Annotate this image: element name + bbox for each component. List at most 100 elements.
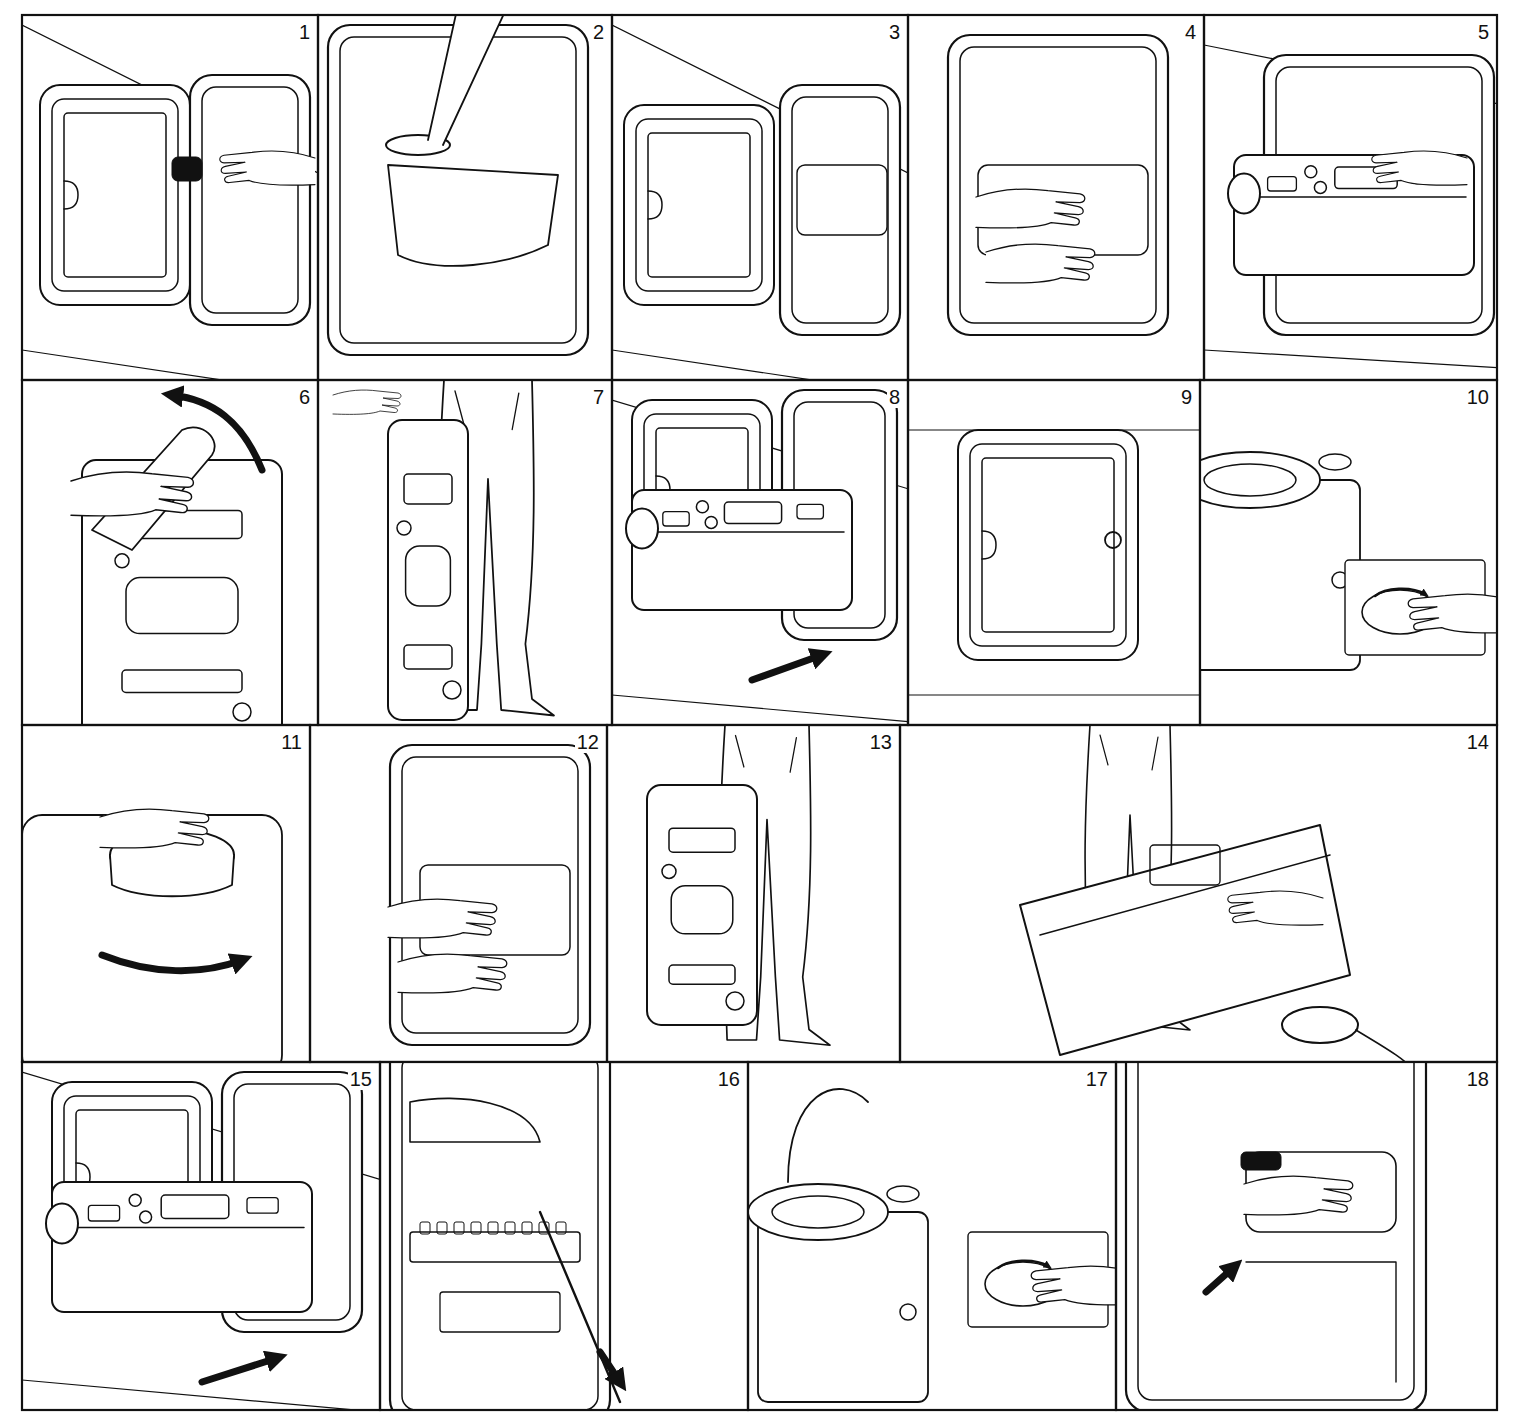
sketch-line [1408,594,1497,633]
outline [1126,1062,1426,1410]
panel-border [607,725,900,1062]
step-panel [900,725,1497,1075]
sketch-line [1228,891,1323,925]
outline [1150,845,1220,885]
sketch-line [1242,196,1466,198]
panel-border [22,15,318,380]
outline [406,546,451,606]
outline [390,745,590,1045]
outline [247,1198,278,1214]
step-panel [22,725,310,1075]
step-panel [310,725,607,1062]
outline [402,1062,598,1410]
sketch-line [220,151,315,185]
outline [671,886,733,934]
sketch-line [202,1358,277,1382]
sketch-line [648,191,662,219]
sketch-line [725,725,809,772]
outline [404,645,452,669]
outline [647,785,757,1025]
sketch-line [1356,1030,1420,1062]
panel-border [900,725,1497,1062]
sketch-line [388,165,558,266]
outline [388,420,468,720]
outline [1200,480,1360,670]
outline [1138,1062,1414,1400]
step-panel [1116,1032,1497,1412]
outline [648,133,750,277]
sketch-line [1206,1267,1234,1292]
panel-border [1116,1062,1497,1410]
sketch-line [71,472,193,516]
step-number: 13 [868,731,894,753]
sketch-line [388,899,497,938]
sketch-line [1031,1266,1116,1305]
outline [126,578,238,634]
step-number: 9 [1179,386,1194,408]
sketch-line [1246,1262,1396,1382]
step-panel [612,15,908,394]
panel-border [22,1062,380,1410]
outline [948,35,1168,335]
step-number: 12 [575,731,601,753]
sketch-line [1040,855,1330,935]
step-panel [22,15,318,394]
sketch-line [1372,151,1467,185]
outline [960,47,1156,323]
outline [556,1222,566,1234]
sketch-line [600,1352,620,1382]
panel-border [318,15,612,380]
step-panel [22,380,318,740]
sketch-line [986,244,1095,283]
step-panel [318,5,612,380]
outline [780,85,900,335]
outline [161,1195,229,1218]
panel-border [612,380,908,725]
step-number: 3 [887,21,902,43]
sketch-line [1090,725,1170,770]
step-number: 14 [1465,731,1491,753]
step-number: 17 [1084,1068,1110,1090]
sketch-line [410,1098,540,1142]
step-panel [908,15,1204,380]
panel-border [380,1062,748,1410]
sketch-line [612,350,908,380]
step-number: 18 [1465,1068,1491,1090]
panel-border [1200,380,1497,725]
sketch-line [1375,589,1425,596]
outline [1268,177,1297,191]
outline [454,1222,464,1234]
outline [663,512,689,526]
sketch-line [398,954,507,993]
sketch-line [428,15,508,145]
outline [958,430,1138,660]
sketch-line [540,1212,620,1402]
outline [190,75,310,325]
sketch-line [1204,350,1497,368]
sketch-line [64,181,78,209]
panel-border [1204,15,1497,380]
step-panel [908,380,1200,725]
step-number: 2 [591,21,606,43]
outline [40,85,190,305]
outline [724,502,781,524]
outline [471,1222,481,1234]
sketch-line [788,1089,868,1182]
panel-border [22,725,310,1062]
outline [624,105,774,305]
sketch-line [982,531,996,559]
outline [122,670,242,692]
outline [982,458,1114,632]
outline [797,504,823,518]
outline [88,1205,119,1221]
outline [669,965,735,984]
panel-border [310,725,607,1062]
outline [636,119,762,291]
sketch-line [22,350,318,380]
sketch-line [640,531,844,533]
outline [52,1182,312,1312]
outline [52,99,178,291]
outline [1241,1152,1281,1170]
